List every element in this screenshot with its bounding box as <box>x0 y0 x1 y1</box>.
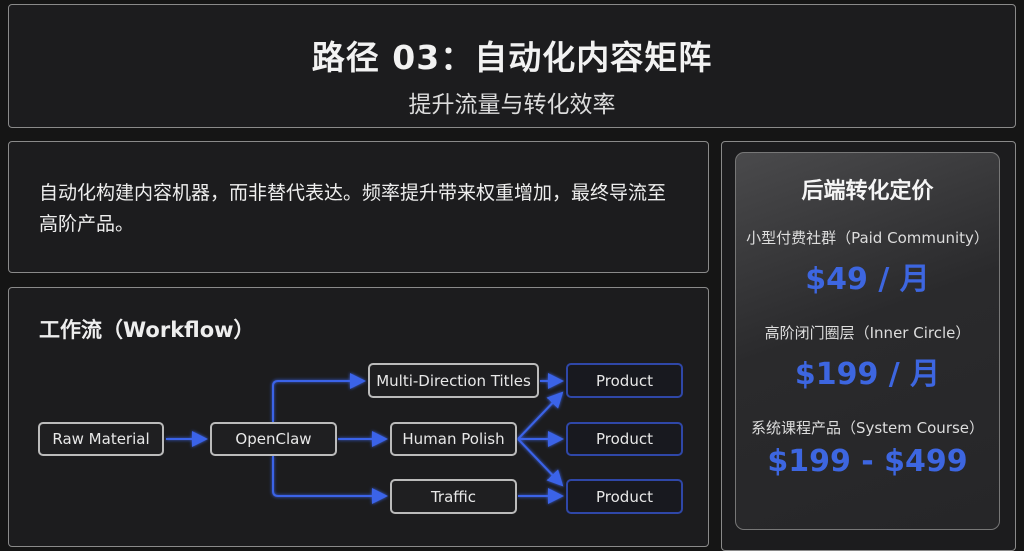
node-product-2: Product <box>566 422 683 456</box>
node-human-polish: Human Polish <box>390 422 517 456</box>
node-raw-material: Raw Material <box>38 422 164 456</box>
arrow-openclaw-traffic <box>272 456 388 504</box>
workflow-title: 工作流（Workflow） <box>39 318 255 342</box>
node-multi-direction-titles: Multi-Direction Titles <box>368 363 539 398</box>
node-traffic: Traffic <box>390 479 517 514</box>
page-subtitle: 提升流量与转化效率 <box>408 92 616 118</box>
pricing-label: 高阶闭门圈层（Inner Circle） <box>764 324 971 342</box>
pricing-value: $199 / 月 <box>794 357 941 392</box>
arrow-polish-product3 <box>517 438 564 487</box>
header: 路径 03：自动化内容矩阵 提升流量与转化效率 <box>8 4 1016 128</box>
pricing-title: 后端转化定价 <box>801 179 934 204</box>
node-product-3: Product <box>566 479 683 514</box>
pricing-value: $199 - $499 <box>767 444 968 479</box>
pricing-value: $49 / 月 <box>805 262 930 297</box>
arrow-openclaw-titles <box>272 373 366 422</box>
intro-panel: 自动化构建内容机器，而非替代表达。频率提升带来权重增加，最终导流至高阶产品。 <box>8 141 709 273</box>
intro-text: 自动化构建内容机器，而非替代表达。频率提升带来权重增加，最终导流至高阶产品。 <box>39 182 667 235</box>
node-product-1: Product <box>566 363 683 398</box>
node-openclaw: OpenClaw <box>210 422 337 456</box>
pricing-label: 系统课程产品（System Course） <box>750 419 985 437</box>
pricing-card: 后端转化定价 小型付费社群（Paid Community） $49 / 月 高阶… <box>735 152 1000 530</box>
pricing-label: 小型付费社群（Paid Community） <box>746 229 989 247</box>
page-title: 路径 03：自动化内容矩阵 <box>311 38 713 77</box>
arrow-polish-product1 <box>517 391 564 440</box>
